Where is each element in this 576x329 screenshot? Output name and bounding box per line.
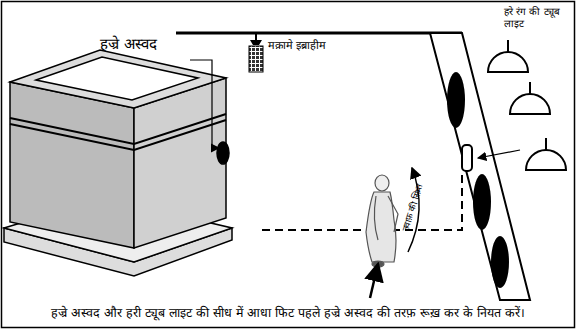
pilgrim: [366, 175, 398, 267]
rail: [176, 32, 462, 35]
caption: हज्रे अस्वद और हरी ट्यूब लाइट की सीध में…: [51, 306, 524, 320]
part-label: हज्रे अस्वद: [100, 36, 157, 53]
light-domes: [488, 40, 566, 170]
pointer-arrow: [478, 150, 520, 158]
maqam-icon: [249, 33, 263, 72]
direction-label: तवाफ़ की सिम्त: [400, 183, 425, 233]
leader-line: [190, 60, 219, 148]
pillars: [447, 72, 509, 288]
arcade: [430, 33, 530, 300]
part-label: हरे रंग की ट्यूब लाइट: [504, 6, 570, 29]
alignment-line: [262, 172, 462, 230]
kaaba: [4, 50, 232, 276]
position-arrow: [370, 264, 378, 298]
tube-light: [462, 145, 472, 171]
part-label: मक़ामे इब्राहीम: [268, 40, 330, 53]
